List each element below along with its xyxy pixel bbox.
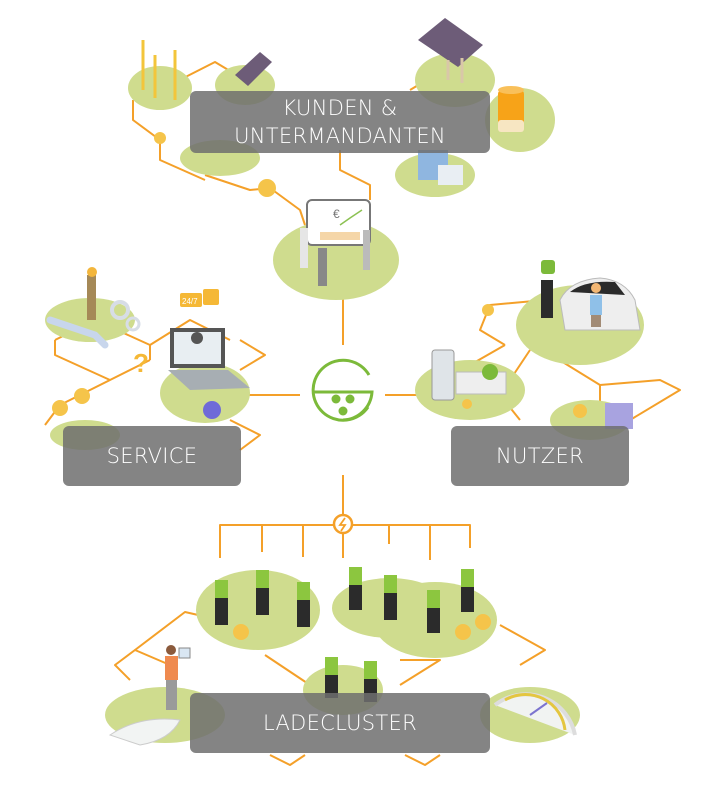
charging-station-icon: [256, 570, 269, 615]
logo-dots: [331, 394, 355, 416]
star-coin-icon: [258, 179, 276, 197]
person-icon: [300, 228, 308, 268]
tool-coin-icon: [52, 400, 68, 416]
charging-station-icon: [384, 575, 397, 620]
label-line-1: KUNDEN &: [282, 96, 398, 120]
label-text: NUTZER: [496, 444, 584, 468]
smartphone-app-icon: [431, 349, 507, 401]
shield-icon: [108, 718, 181, 746]
check-coin-icon: [482, 304, 494, 316]
speedometer-gauge-icon: [493, 692, 577, 736]
label-text: LADECLUSTER: [263, 711, 417, 735]
charging-station-icon: [364, 661, 377, 702]
person-icon: [363, 230, 370, 270]
label-nutzer[interactable]: NUTZER: [451, 426, 629, 486]
charging-station-icon: [461, 569, 474, 612]
technician-icon: [87, 267, 97, 320]
presentation-board-icon: €: [300, 199, 371, 286]
charge-coin-icon: [573, 404, 587, 418]
label-service[interactable]: SERVICE: [63, 426, 241, 486]
center-logo-icon: [311, 358, 374, 422]
label-ladecluster[interactable]: LADECLUSTER: [190, 693, 490, 753]
charging-station-icon: [325, 657, 338, 698]
location-pin-icon: [482, 364, 498, 380]
operator-with-tablet-icon: [165, 645, 191, 710]
laptop-support-icon: [168, 328, 250, 390]
payment-card-icon: [605, 403, 633, 429]
star-coin-icon: [74, 388, 90, 404]
solar-panel-icon: [235, 18, 483, 86]
label-text: SERVICE: [106, 444, 198, 468]
chat-bubble-24-7-icon: 24/7: [180, 289, 219, 307]
office-building-icon: [418, 150, 463, 185]
euro-symbol: €: [333, 207, 340, 221]
ev-charger-icon: [541, 260, 555, 318]
person-icon: [318, 248, 327, 286]
svg-text:24/7: 24/7: [182, 297, 198, 306]
gear-icon: [125, 316, 141, 332]
charging-station-icon: [427, 590, 440, 633]
power-hub-icon: [332, 513, 354, 535]
check-coin-icon: [455, 624, 471, 640]
gear-icon: [110, 300, 130, 320]
wrench-icon: [46, 316, 109, 349]
wind-turbine-icon: [141, 40, 177, 100]
ground-ellipses: [45, 53, 644, 743]
battery-coin-icon: [475, 614, 491, 630]
label-text: KUNDEN & UNTERMANDANTEN: [234, 94, 446, 150]
charging-stations: [215, 567, 474, 702]
charging-station-icon: [215, 580, 228, 625]
label-kunden-untermandanten[interactable]: KUNDEN & UNTERMANDANTEN: [190, 91, 490, 153]
charging-station-icon: [349, 567, 362, 610]
battery-icon: [498, 86, 524, 132]
charging-station-icon: [297, 582, 310, 627]
label-line-2: UNTERMANDANTEN: [234, 124, 446, 148]
lightning-icon: [338, 517, 347, 532]
question-mark-icon: ?: [133, 348, 149, 378]
ground-wind: [128, 66, 192, 110]
driver-woman-icon: [590, 283, 602, 327]
user-icon: [462, 399, 472, 409]
meter-coin-icon: [154, 132, 166, 144]
phone-icon: [203, 401, 221, 419]
battery-coin-icon: [233, 624, 249, 640]
